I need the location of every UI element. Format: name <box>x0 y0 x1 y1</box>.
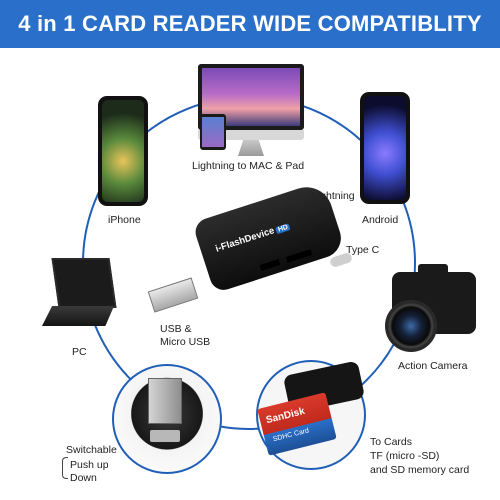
push-up-label: Push up <box>70 459 109 471</box>
laptop-screen <box>51 258 117 308</box>
cards-label-line2: TF (micro -SD) <box>370 450 440 462</box>
sd-type: SDHC Card <box>272 427 310 444</box>
sd-brand: SanDisk <box>264 405 306 427</box>
cards-label-line1: To Cards <box>370 436 413 448</box>
laptop-keyboard <box>42 306 114 326</box>
switchable-micro-plug <box>150 430 180 442</box>
android-image <box>360 92 410 204</box>
type-c-label: Type C <box>346 244 380 256</box>
iphone-label: iPhone <box>108 214 141 226</box>
mac-pad-label: Lightning to MAC & Pad <box>192 160 305 172</box>
switchable-label: Switchable <box>66 444 117 456</box>
cards-label-line3: and SD memory card <box>370 464 470 476</box>
down-label: Down <box>70 472 97 484</box>
push-bracket <box>62 457 68 479</box>
camera-lens <box>385 300 437 352</box>
title-banner: 4 in 1 CARD READER WIDE COMPATIBLITY <box>0 0 500 48</box>
lightning-label: Lightning <box>312 190 355 202</box>
pc-label: PC <box>72 346 87 358</box>
usb-label-line2: Micro USB <box>160 336 211 348</box>
imac-chin <box>198 130 304 140</box>
ipad-image <box>200 114 226 150</box>
iphone-image <box>98 96 148 206</box>
usb-label-line1: USB & <box>160 323 192 335</box>
action-camera-label: Action Camera <box>398 360 468 372</box>
android-label: Android <box>362 214 399 226</box>
switchable-usb-plug <box>148 378 182 424</box>
imac-stand <box>238 140 264 156</box>
banner-title: 4 in 1 CARD READER WIDE COMPATIBLITY <box>18 11 482 36</box>
